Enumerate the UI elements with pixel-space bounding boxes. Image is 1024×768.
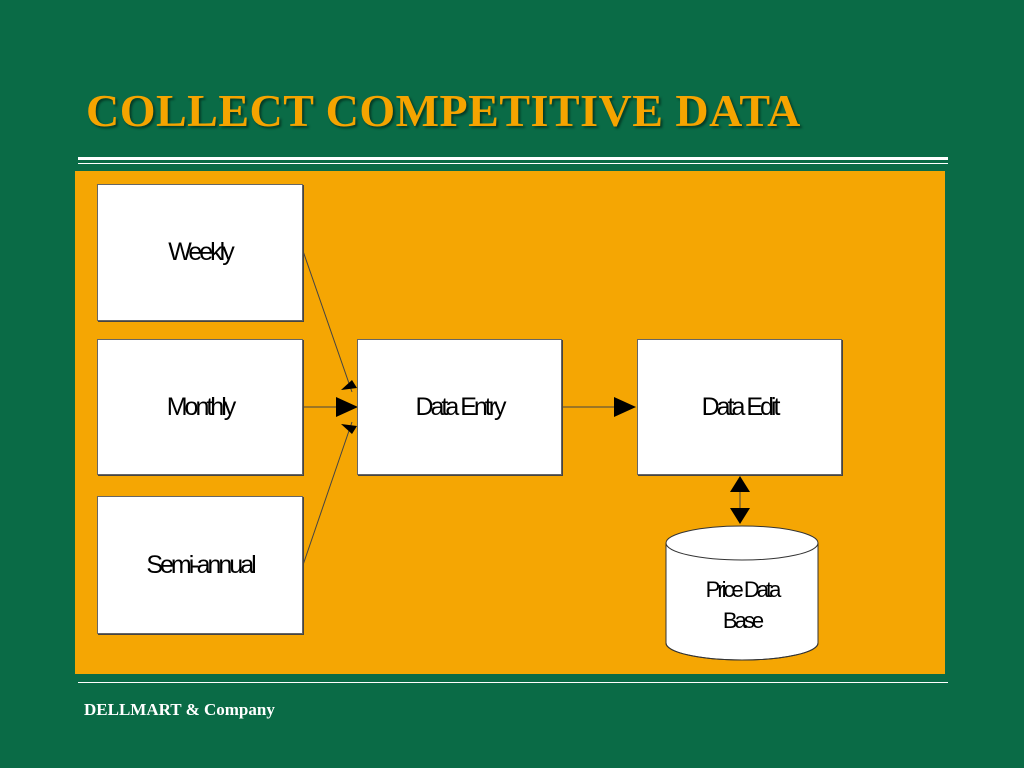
semiannual-box: Semi-annual bbox=[97, 496, 303, 634]
weekly-label: Weekly bbox=[168, 238, 234, 266]
data-edit-box: Data Edit bbox=[637, 339, 842, 475]
semiannual-to-entry-line bbox=[302, 421, 353, 566]
semiannual-label: Semi-annual bbox=[146, 550, 256, 579]
weekly-box: Weekly bbox=[97, 184, 303, 321]
monthly-arrowhead bbox=[336, 397, 358, 417]
db-down-arrowhead bbox=[730, 508, 750, 524]
database-label: Price Data Base bbox=[666, 574, 818, 636]
monthly-box: Monthly bbox=[97, 339, 303, 475]
slide-title: COLLECT COMPETITIVE DATA bbox=[86, 85, 801, 136]
footer-company: DELLMART & Company bbox=[84, 700, 275, 719]
monthly-label: Monthly bbox=[166, 392, 237, 421]
data-edit-label: Data Edit bbox=[701, 392, 781, 421]
data-entry-label: Data Entry bbox=[415, 392, 506, 421]
title-divider-thin bbox=[78, 163, 948, 164]
edit-arrowhead bbox=[614, 397, 636, 417]
weekly-to-entry-line bbox=[302, 250, 353, 393]
database-label-line2: Base bbox=[722, 608, 764, 633]
database-cylinder bbox=[665, 525, 819, 661]
db-up-arrowhead bbox=[730, 476, 750, 492]
footer-divider bbox=[78, 682, 948, 683]
title-divider-thick bbox=[78, 157, 948, 160]
data-entry-box: Data Entry bbox=[357, 339, 562, 475]
weekly-arrowhead bbox=[341, 380, 357, 390]
database-label-line1: Price Data bbox=[705, 577, 782, 602]
semiannual-arrowhead bbox=[341, 424, 357, 434]
